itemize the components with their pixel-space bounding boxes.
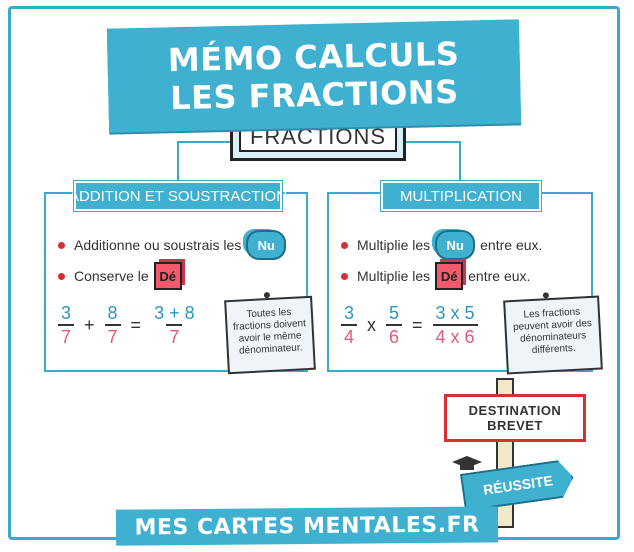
- pin-icon: [263, 291, 271, 299]
- addition-note: Toutes les fractions doivent avoir le mê…: [224, 291, 316, 375]
- footer-banner[interactable]: MES CARTES MENTALES.FR: [115, 506, 499, 546]
- multiplication-note-text: Les fractions peuvent avoir des dénomina…: [512, 306, 593, 357]
- title-banner: MÉMO CALCULS LES FRACTIONS: [106, 19, 522, 133]
- bullet-icon: [58, 272, 65, 280]
- denominator-cube-icon: Dé: [153, 262, 182, 290]
- addition-rule-denominator: Conserve le Dé: [58, 262, 182, 290]
- addition-rule-1-text: Additionne ou soustrais les: [74, 237, 242, 253]
- multiplication-rule-2a: Multiplie les: [357, 268, 431, 284]
- fraction-a-numerator: 3: [344, 303, 355, 323]
- fraction-result: 3 x 5 4 x 6: [432, 302, 478, 348]
- addition-note-text: Toutes les fractions doivent avoir le mê…: [232, 306, 307, 357]
- addition-rule-2-text: Conserve le: [74, 268, 149, 284]
- times-sign: x: [367, 314, 377, 335]
- destination-sign-line-1: DESTINATION: [468, 403, 562, 418]
- bullet-icon: [341, 241, 348, 249]
- bullet-icon: [341, 272, 348, 280]
- fraction-a-denominator: 4: [341, 324, 358, 348]
- graduation-cap-icon: [452, 456, 482, 470]
- equals-sign: =: [130, 314, 142, 335]
- multiplication-card: MULTIPLICATION Multiplie les Nu entre eu…: [327, 180, 603, 375]
- multiplication-card-header: MULTIPLICATION: [380, 180, 542, 212]
- addition-card: ADDITION ET SOUSTRACTION Additionne ou s…: [44, 180, 316, 375]
- fraction-result-numerator: 3 + 8: [154, 303, 195, 323]
- success-arrow-label: RÉUSSITE: [482, 472, 554, 498]
- denominator-cube-icon: Dé: [435, 262, 464, 290]
- destination-sign: DESTINATION BREVET: [444, 394, 586, 442]
- pin-icon: [542, 292, 550, 299]
- fraction-b-numerator: 5: [389, 303, 400, 323]
- equals-sign: =: [412, 314, 423, 335]
- title-line-2: LES FRACTIONS: [169, 72, 460, 118]
- multiplication-rule-1a: Multiplie les: [357, 237, 431, 253]
- bullet-icon: [58, 241, 65, 249]
- fraction-result-denominator: 7: [166, 324, 183, 348]
- numerator-cloud-icon: Nu: [435, 230, 476, 260]
- addition-rule-numerators: Additionne ou soustrais les Nu: [58, 230, 287, 260]
- fraction-b: 8 7: [104, 302, 121, 348]
- fraction-b: 5 6: [386, 302, 403, 348]
- fraction-a: 3 4: [341, 302, 358, 348]
- multiplication-rule-2b: entre eux.: [468, 268, 531, 284]
- multiplication-rule-1b: entre eux.: [480, 237, 543, 253]
- addition-example: 3 7 + 8 7 = 3 + 8 7: [58, 302, 198, 348]
- multiplication-example: 3 4 x 5 6 = 3 x 5 4 x 6: [341, 302, 478, 348]
- multiplication-rule-numerators: Multiplie les Nu entre eux.: [341, 230, 542, 260]
- numerator-cloud-icon: Nu: [246, 230, 287, 260]
- title-line-1: MÉMO CALCULS: [167, 34, 460, 80]
- fraction-a: 3 7: [58, 302, 75, 348]
- fraction-result-denominator: 4 x 6: [432, 324, 478, 348]
- fraction-result-numerator: 3 x 5: [435, 303, 475, 323]
- multiplication-note: Les fractions peuvent avoir des dénomina…: [503, 292, 603, 375]
- fraction-a-denominator: 7: [58, 324, 75, 348]
- destination-sign-line-2: BREVET: [487, 418, 543, 433]
- plus-sign: +: [84, 314, 95, 335]
- fraction-a-numerator: 3: [61, 303, 72, 323]
- fraction-b-denominator: 7: [104, 324, 121, 348]
- fraction-result: 3 + 8 7: [151, 302, 198, 348]
- fraction-b-numerator: 8: [107, 303, 118, 323]
- fraction-b-denominator: 6: [386, 324, 403, 348]
- addition-card-header: ADDITION ET SOUSTRACTION: [69, 180, 287, 212]
- multiplication-rule-denominators: Multiplie les Dé entre eux.: [341, 262, 530, 290]
